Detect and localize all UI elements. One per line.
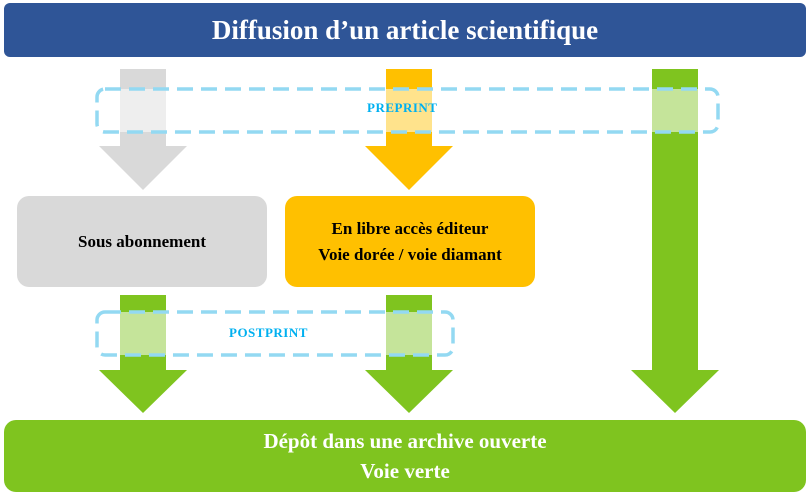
green-archive-box: Dépôt dans une archive ouverte Voie vert… xyxy=(4,420,806,492)
postprint-band xyxy=(95,310,455,357)
green-label-line2: Voie verte xyxy=(360,459,450,483)
preprint-label: PREPRINT xyxy=(367,100,438,115)
subscription-label: Sous abonnement xyxy=(77,231,206,251)
title-banner: Diffusion d’un article scientifique xyxy=(4,3,806,57)
preprint-band xyxy=(95,87,720,134)
gold-label-line1: En libre accès éditeur xyxy=(331,219,489,238)
gold-label-line2: Voie dorée / voie diamant xyxy=(318,244,502,264)
subscription-box: Sous abonnement xyxy=(17,196,267,287)
gold-open-access-box: En libre accès éditeur Voie dorée / voie… xyxy=(285,196,535,287)
green-label-line1: Dépôt dans une archive ouverte xyxy=(263,428,547,453)
postprint-label: POSTPRINT xyxy=(229,325,308,340)
diagram-title: Diffusion d’un article scientifique xyxy=(211,14,599,45)
